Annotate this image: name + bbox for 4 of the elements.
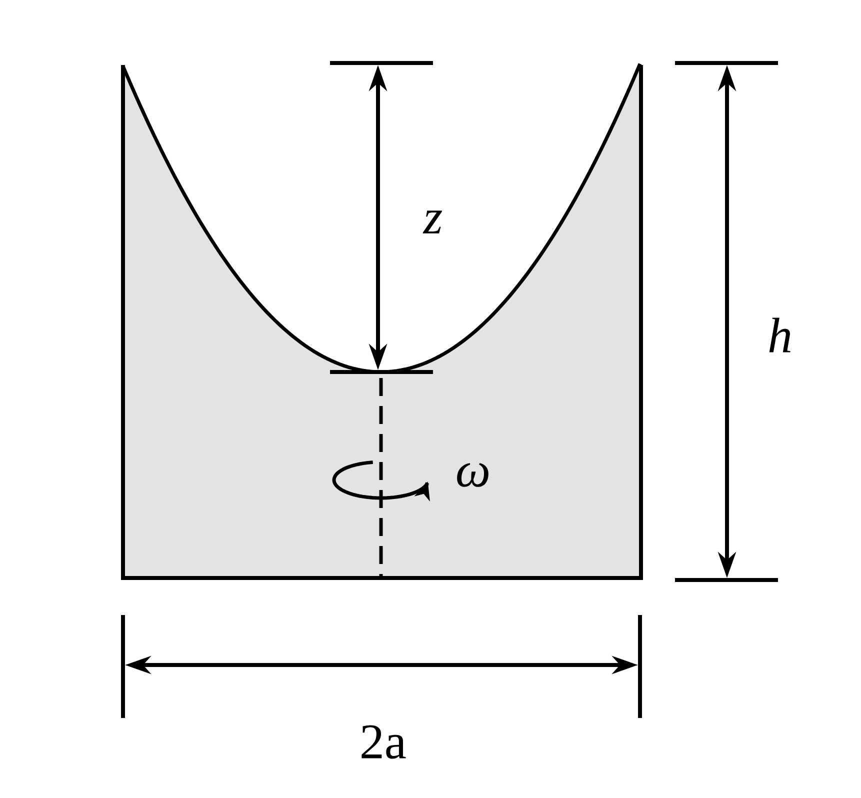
dimension-label: h bbox=[769, 318, 790, 352]
dimension-label: z bbox=[422, 210, 442, 234]
dimension-label: 2a bbox=[362, 725, 406, 759]
dimension-label: ω bbox=[457, 463, 488, 487]
